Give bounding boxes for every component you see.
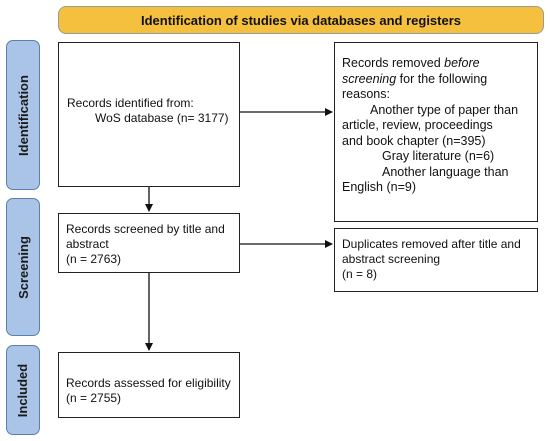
records-removed-line4: Another type of paper than bbox=[370, 102, 519, 117]
duplicates-removed-box: Duplicates removed after title and abstr… bbox=[334, 228, 538, 292]
records-screened-line2: abstract bbox=[66, 237, 109, 251]
records-removed-line9: English (n=9) bbox=[342, 180, 416, 194]
records-identified-line2: WoS database (n= 3177) bbox=[95, 111, 229, 125]
records-identified-box: Records identified from: WoS database (n… bbox=[58, 42, 240, 187]
records-removed-line2: screening for the following bbox=[342, 71, 488, 86]
records-removed-line5: article, review, proceedings bbox=[342, 118, 493, 132]
section-header-banner: Identification of studies via databases … bbox=[58, 6, 544, 34]
banner-title: Identification of studies via databases … bbox=[140, 12, 462, 28]
records-assessed-line2: (n = 2755) bbox=[66, 391, 122, 405]
records-removed-line8: Another language than bbox=[382, 164, 509, 179]
records-identified-line1: Records identified from: bbox=[67, 96, 194, 110]
records-removed-line6: and book chapter (n=395) bbox=[342, 133, 486, 148]
records-screened-box: Records screened by title and abstract (… bbox=[58, 213, 240, 273]
records-assessed-line1: Records assessed for eligibility bbox=[66, 376, 231, 390]
records-removed-line3: reasons: bbox=[342, 87, 390, 101]
records-removed-line1: Records removed before bbox=[342, 56, 480, 70]
records-screened-line3: (n = 2763) bbox=[66, 252, 122, 266]
records-screened-line1: Records screened by title and bbox=[66, 222, 225, 236]
stage-identification: Identification bbox=[6, 40, 40, 190]
stage-screening: Screening bbox=[6, 198, 40, 336]
duplicates-removed-line3: (n = 8) bbox=[342, 267, 378, 281]
duplicates-removed-line1: Duplicates removed after title and bbox=[342, 237, 521, 251]
records-removed-box: Records removed before screening for the… bbox=[334, 42, 538, 222]
records-assessed-box: Records assessed for eligibility (n = 27… bbox=[58, 352, 240, 418]
duplicates-removed-line2: abstract screening bbox=[342, 252, 441, 266]
stage-included: Included bbox=[6, 345, 40, 435]
records-removed-line7: Gray literature (n=6) bbox=[382, 149, 495, 163]
